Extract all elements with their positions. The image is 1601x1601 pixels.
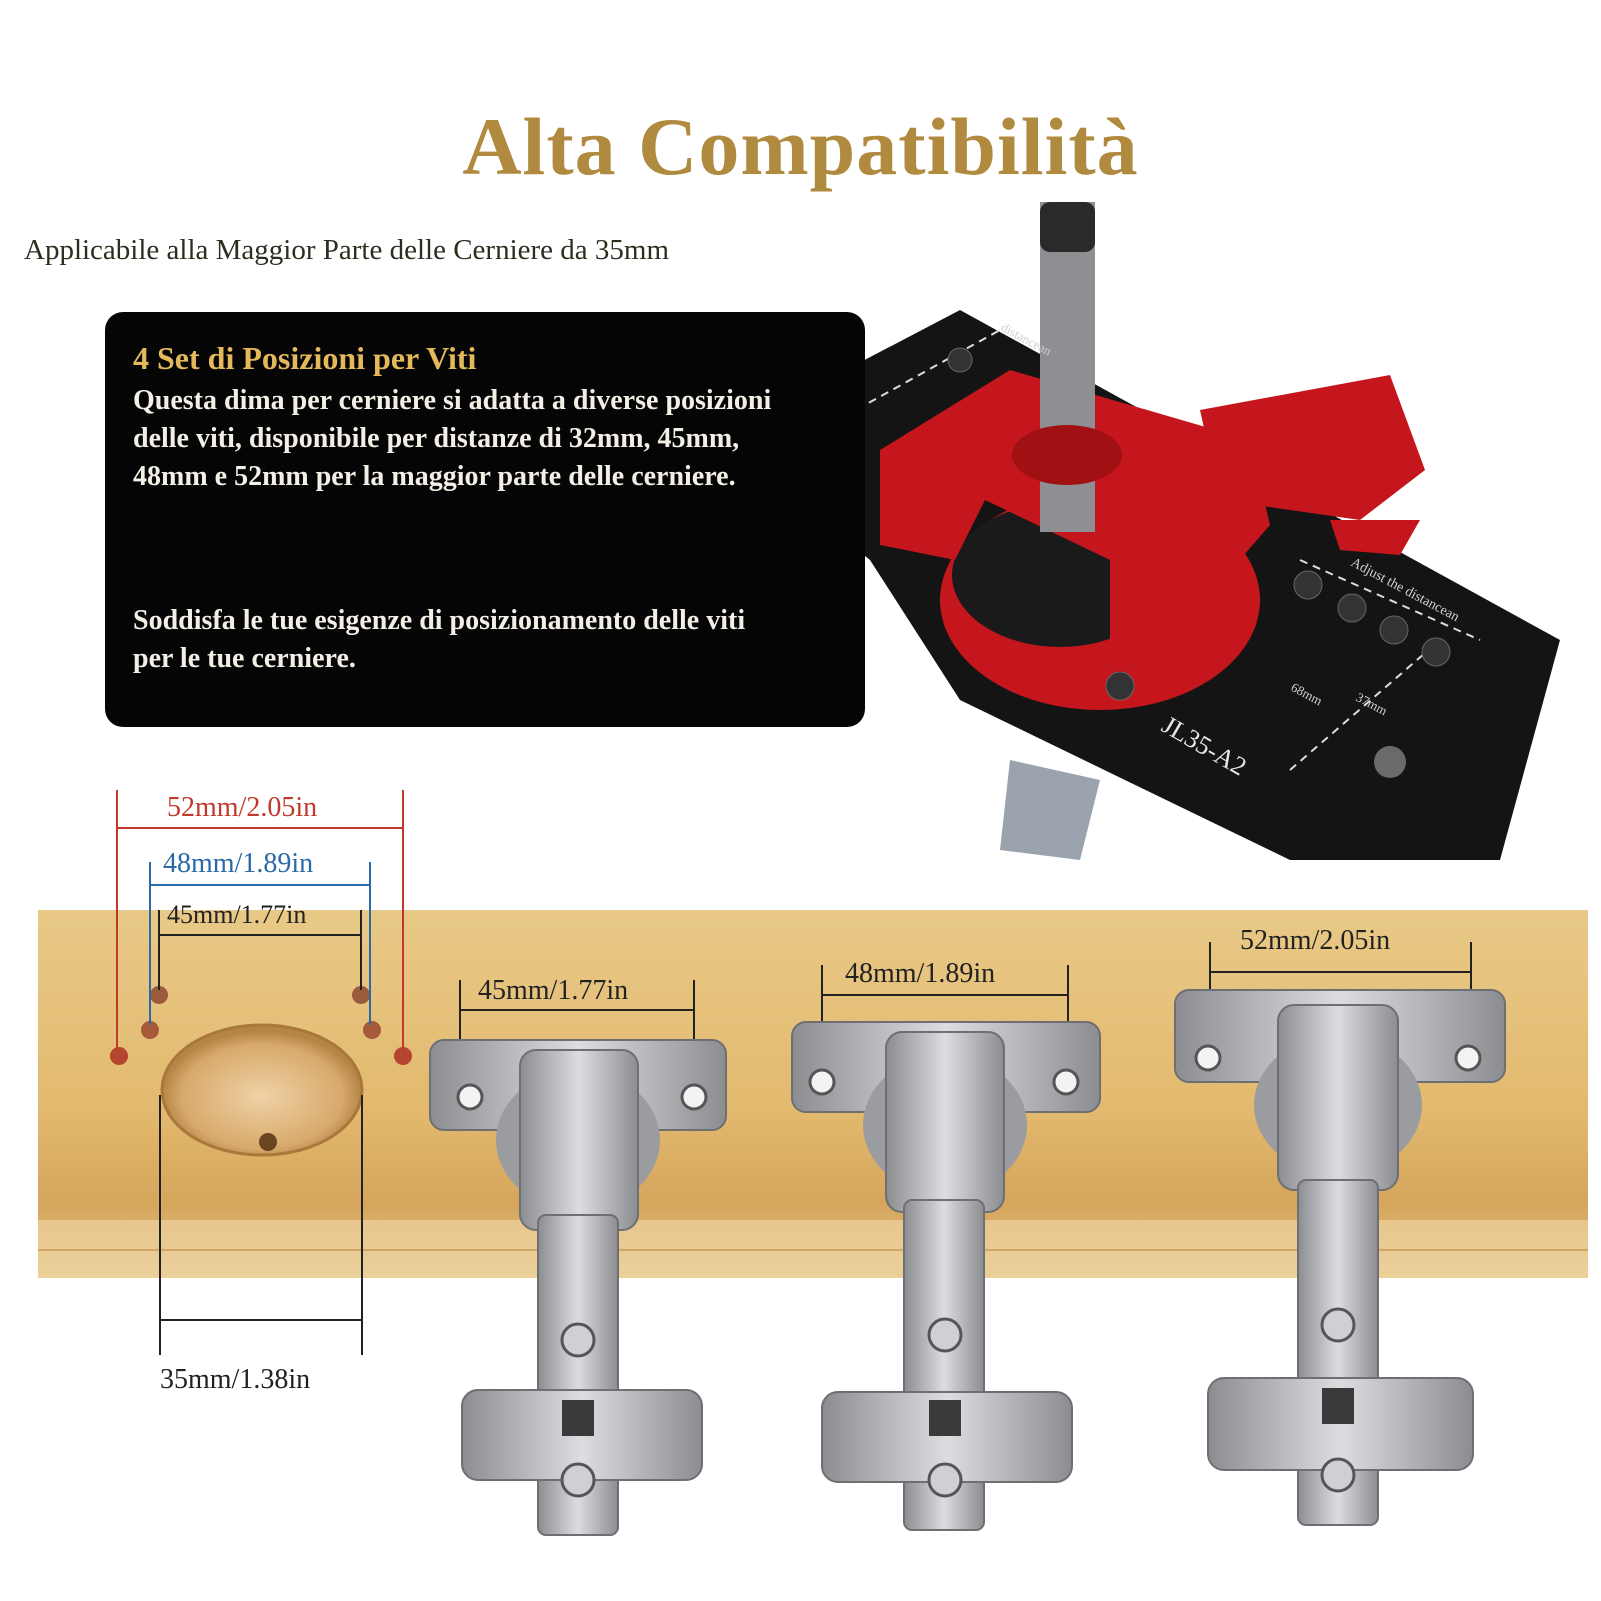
hinge-2 [791, 965, 1101, 1531]
dimension-45-lines [158, 910, 362, 990]
dimension-48-lines [149, 862, 371, 1025]
hinge-3 [1174, 942, 1506, 1526]
page-title: Alta Compatibilità [462, 101, 1139, 192]
hinge-1-dimension-label: 45mm/1.77in [478, 975, 629, 1006]
hinge-3-dimension-label: 52mm/2.05in [1240, 925, 1391, 956]
panel-heading: 4 Set di Posizioni per Viti [133, 340, 477, 376]
dimension-label-35: 35mm/1.38in [160, 1364, 311, 1395]
panel-body-text-2: Soddisfa le tue esigenze di posizionamen… [133, 605, 746, 674]
panel-body-text: Questa dima per cerniere si adatta a div… [133, 385, 772, 492]
dimension-label-45: 45mm/1.77in [167, 900, 307, 929]
screw-holes [110, 986, 412, 1065]
dimension-52-lines [116, 790, 404, 1050]
page-subtitle: Applicabile alla Maggior Parte delle Cer… [24, 234, 670, 266]
dimension-label-52: 52mm/2.05in [167, 792, 318, 823]
info-panel: 4 Set di Posizioni per Viti Questa dima … [105, 312, 865, 727]
hinge-jig [750, 202, 1560, 860]
hinge-2-dimension-label: 48mm/1.89in [845, 958, 996, 989]
dimension-label-48: 48mm/1.89in [163, 848, 314, 879]
hinge-1 [429, 980, 727, 1536]
dimension-35-lines [159, 1095, 363, 1355]
cup-hole [160, 1023, 364, 1157]
